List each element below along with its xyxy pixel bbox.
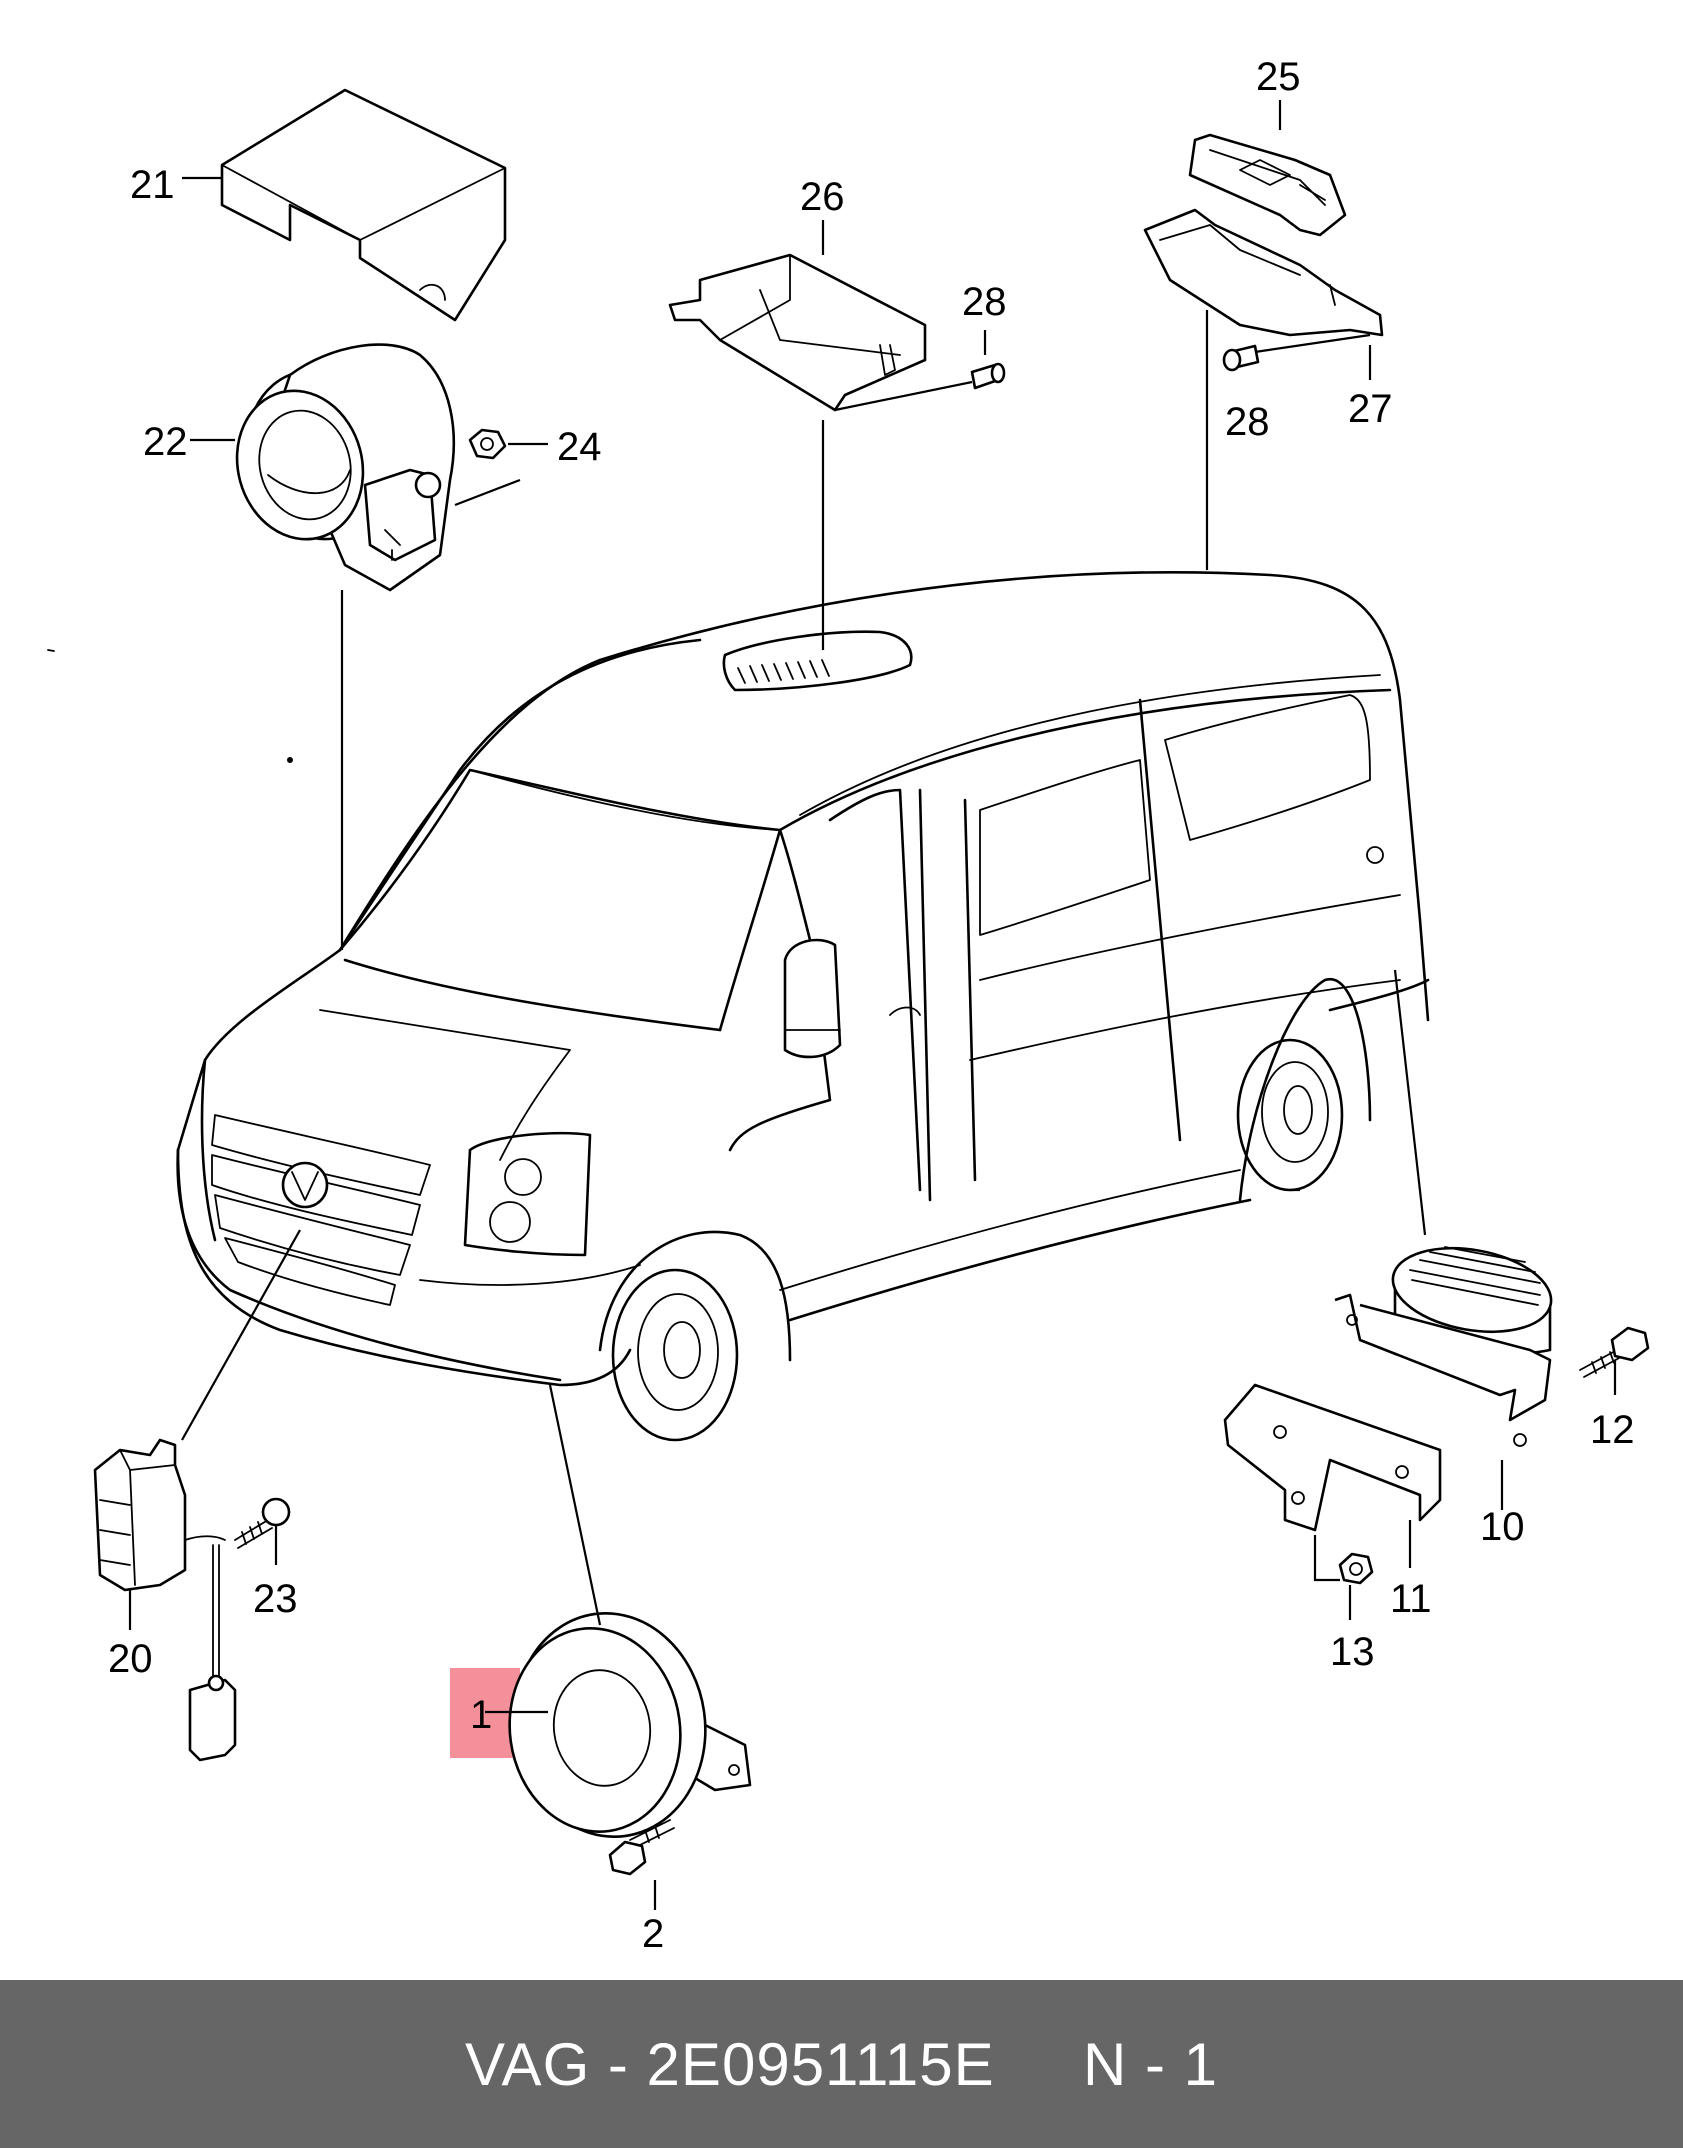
part-11-bracket xyxy=(1223,1383,1442,1532)
callout-28-top: 28 xyxy=(962,280,1007,324)
part-1-horn xyxy=(508,1612,752,1838)
callout-10: 10 xyxy=(1480,1505,1525,1549)
callout-28-right: 28 xyxy=(1225,400,1270,444)
callout-labels: 21 22 24 26 28 25 28 27 12 10 11 13 20 2… xyxy=(108,55,1635,1956)
part-25-lamp-unit xyxy=(1188,133,1347,237)
callout-23: 23 xyxy=(253,1577,298,1621)
part-number-footer: VAG - 2E0951115E N - 1 xyxy=(0,1980,1683,2148)
part-2-bolt xyxy=(608,1819,675,1876)
callout-2: 2 xyxy=(642,1912,664,1956)
part-13-nut xyxy=(1338,1552,1374,1585)
part-10-horn-module xyxy=(1334,1246,1553,1447)
callout-22: 22 xyxy=(143,420,188,464)
part-24-nut xyxy=(468,428,507,460)
part-number-text: VAG - 2E0951115E N - 1 xyxy=(464,2030,1219,2098)
callout-11: 11 xyxy=(1390,1577,1432,1621)
part-20-module xyxy=(93,1438,237,1762)
callout-12: 12 xyxy=(1590,1408,1635,1452)
part-21-cover xyxy=(220,88,507,322)
callout-1: 1 xyxy=(470,1693,492,1737)
part-27-bracket xyxy=(1143,208,1384,337)
parts-diagram: 21 22 24 26 28 25 28 27 12 10 11 13 20 2… xyxy=(47,55,1650,1956)
callout-25: 25 xyxy=(1256,55,1301,99)
callout-24: 24 xyxy=(557,425,602,469)
part-22-siren xyxy=(235,343,456,592)
part-28-bolt-b xyxy=(1222,344,1260,372)
callout-13: 13 xyxy=(1330,1630,1375,1674)
part-23-screw xyxy=(234,1497,291,1549)
part-26-tray xyxy=(668,253,927,412)
part-28-bolt-a xyxy=(970,362,1006,390)
leader-lines xyxy=(128,100,1617,1910)
callout-20: 20 xyxy=(108,1637,153,1681)
callout-26: 26 xyxy=(800,175,845,219)
callout-27: 27 xyxy=(1348,387,1393,431)
callout-21: 21 xyxy=(130,163,175,207)
